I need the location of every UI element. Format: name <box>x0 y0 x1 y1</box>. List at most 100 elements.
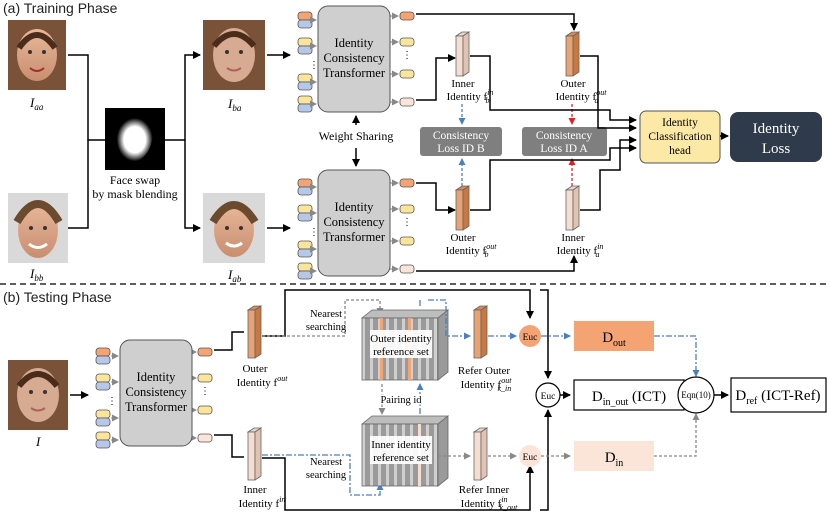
output-token <box>197 347 213 357</box>
token-ellipsis: ⋮ <box>309 227 319 238</box>
outer-ref-label-2: reference set <box>373 346 429 358</box>
output-token <box>399 178 415 188</box>
output-token <box>399 204 415 214</box>
ict-test-label-2: Consistency <box>125 385 187 399</box>
d-ref-box <box>730 377 827 413</box>
edge-test-outer-to-euc-mid <box>540 289 552 379</box>
euc-outer-label: Euc <box>523 333 538 343</box>
outer-ref-label-1: Outer identity <box>370 333 432 345</box>
input-token <box>95 347 111 357</box>
d-out-label: Dout <box>602 330 626 349</box>
edge-test-inner-to-euc-in <box>262 457 534 511</box>
identity-loss-label-2: Loss <box>762 141 791 157</box>
test-outer-label-1: Outer <box>242 363 267 375</box>
blend-mask-image <box>105 108 165 170</box>
weight-sharing-label: Weight Sharing <box>319 129 394 143</box>
edge-mask-to-ba <box>165 51 201 141</box>
d-in-out-label: Din_out (ICT) <box>592 389 666 408</box>
edge-aa-to-mask <box>68 54 105 141</box>
edge-outer-b-to-head <box>470 144 637 211</box>
consistency-loss-a-label-1: Consistency <box>536 130 592 142</box>
input-token <box>95 439 111 449</box>
token-ellipsis: ⋮ <box>402 217 412 228</box>
edge-test-cls-to-outer <box>214 331 244 351</box>
input-token <box>297 81 313 91</box>
dash-dout-to-eqn <box>654 335 700 377</box>
face-image-ab <box>203 193 265 263</box>
label-ba: Iba <box>227 96 242 113</box>
input-token <box>297 19 313 29</box>
pairing-id-text: Pairing id <box>380 395 422 406</box>
edge-outer-a-to-head <box>580 55 637 132</box>
input-token <box>297 270 313 280</box>
d-in-out-box <box>573 379 685 411</box>
input-token <box>297 103 313 113</box>
cls-head-label-1: Identity <box>662 117 698 129</box>
face-image-ba <box>203 20 265 90</box>
dash-refset-to-refer-outer <box>428 299 471 340</box>
token-stack-test: ⋮⋮ <box>95 347 213 449</box>
output-token <box>399 11 415 21</box>
output-token <box>399 264 415 274</box>
edge-top-in-to-inner-b <box>416 54 456 101</box>
inner-ref-label-2: reference set <box>373 452 429 464</box>
consistency-loss-a-box <box>522 127 607 156</box>
outer-reference-set <box>360 309 450 381</box>
feature-bar-test-inner <box>246 427 263 481</box>
ict-bottom-label-1: Identity <box>335 200 375 214</box>
identity-loss-box <box>730 112 822 162</box>
ict-bottom-label-2: Consistency <box>323 215 385 229</box>
input-token <box>297 212 313 222</box>
inner-a-label-1: Inner <box>561 232 585 244</box>
test-inner-label-1: Inner <box>243 484 267 496</box>
d-out-box <box>574 321 654 351</box>
dash-nearest-search-inner <box>262 454 384 496</box>
outer-b-label-1: Outer <box>450 232 475 244</box>
edge-bot-cls-to-outer-b <box>416 182 456 214</box>
ict-top-label-2: Consistency <box>323 51 385 65</box>
testing-title: (b) Testing Phase <box>3 289 112 305</box>
input-token <box>297 204 313 214</box>
token-stack-bottom: ⋮⋮ <box>297 178 415 280</box>
feature-bar-inner-b <box>454 31 471 77</box>
training-title: (a) Training Phase <box>3 0 118 16</box>
feature-bar-refer-inner <box>472 427 489 481</box>
feature-bar-outer-a <box>564 31 581 77</box>
input-token <box>95 417 111 427</box>
input-token <box>297 45 313 55</box>
nearest-outer-label-1: Nearest <box>310 309 342 320</box>
label-bb: Ibb <box>29 266 44 283</box>
output-token <box>399 37 415 47</box>
outer-a-label-1: Outer <box>560 78 585 90</box>
input-token <box>95 409 111 419</box>
dash-din-to-eqn <box>654 413 700 457</box>
output-token <box>399 69 415 79</box>
euc-node-outer <box>519 325 541 347</box>
edge-mask-to-ab <box>184 140 201 232</box>
input-token <box>297 37 313 47</box>
ict-top-label-1: Identity <box>335 36 375 50</box>
feature-bar-refer-outer <box>472 305 489 359</box>
consistency-loss-b-label-1: Consistency <box>433 130 489 142</box>
dash-nearest-search-outer <box>262 299 384 337</box>
ict-bottom-label-3: Transformer <box>323 230 386 244</box>
input-token <box>297 248 313 258</box>
edge-bot-in-to-inner-a <box>416 255 578 272</box>
nearest-outer-label-2: searching <box>306 322 347 333</box>
output-token <box>197 373 213 383</box>
face-image-test <box>8 360 68 430</box>
output-token <box>399 97 415 107</box>
ict-test-label-3: Transformer <box>125 400 188 414</box>
nearest-inner-label-1: Nearest <box>310 457 342 468</box>
consistency-loss-b-label-2: Loss ID B <box>437 143 485 155</box>
cls-head-label-2: Classification <box>648 131 711 143</box>
feature-bar-inner-a <box>564 185 581 231</box>
input-token <box>297 178 313 188</box>
input-token <box>297 240 313 250</box>
feature-bar-test-outer <box>246 305 263 359</box>
